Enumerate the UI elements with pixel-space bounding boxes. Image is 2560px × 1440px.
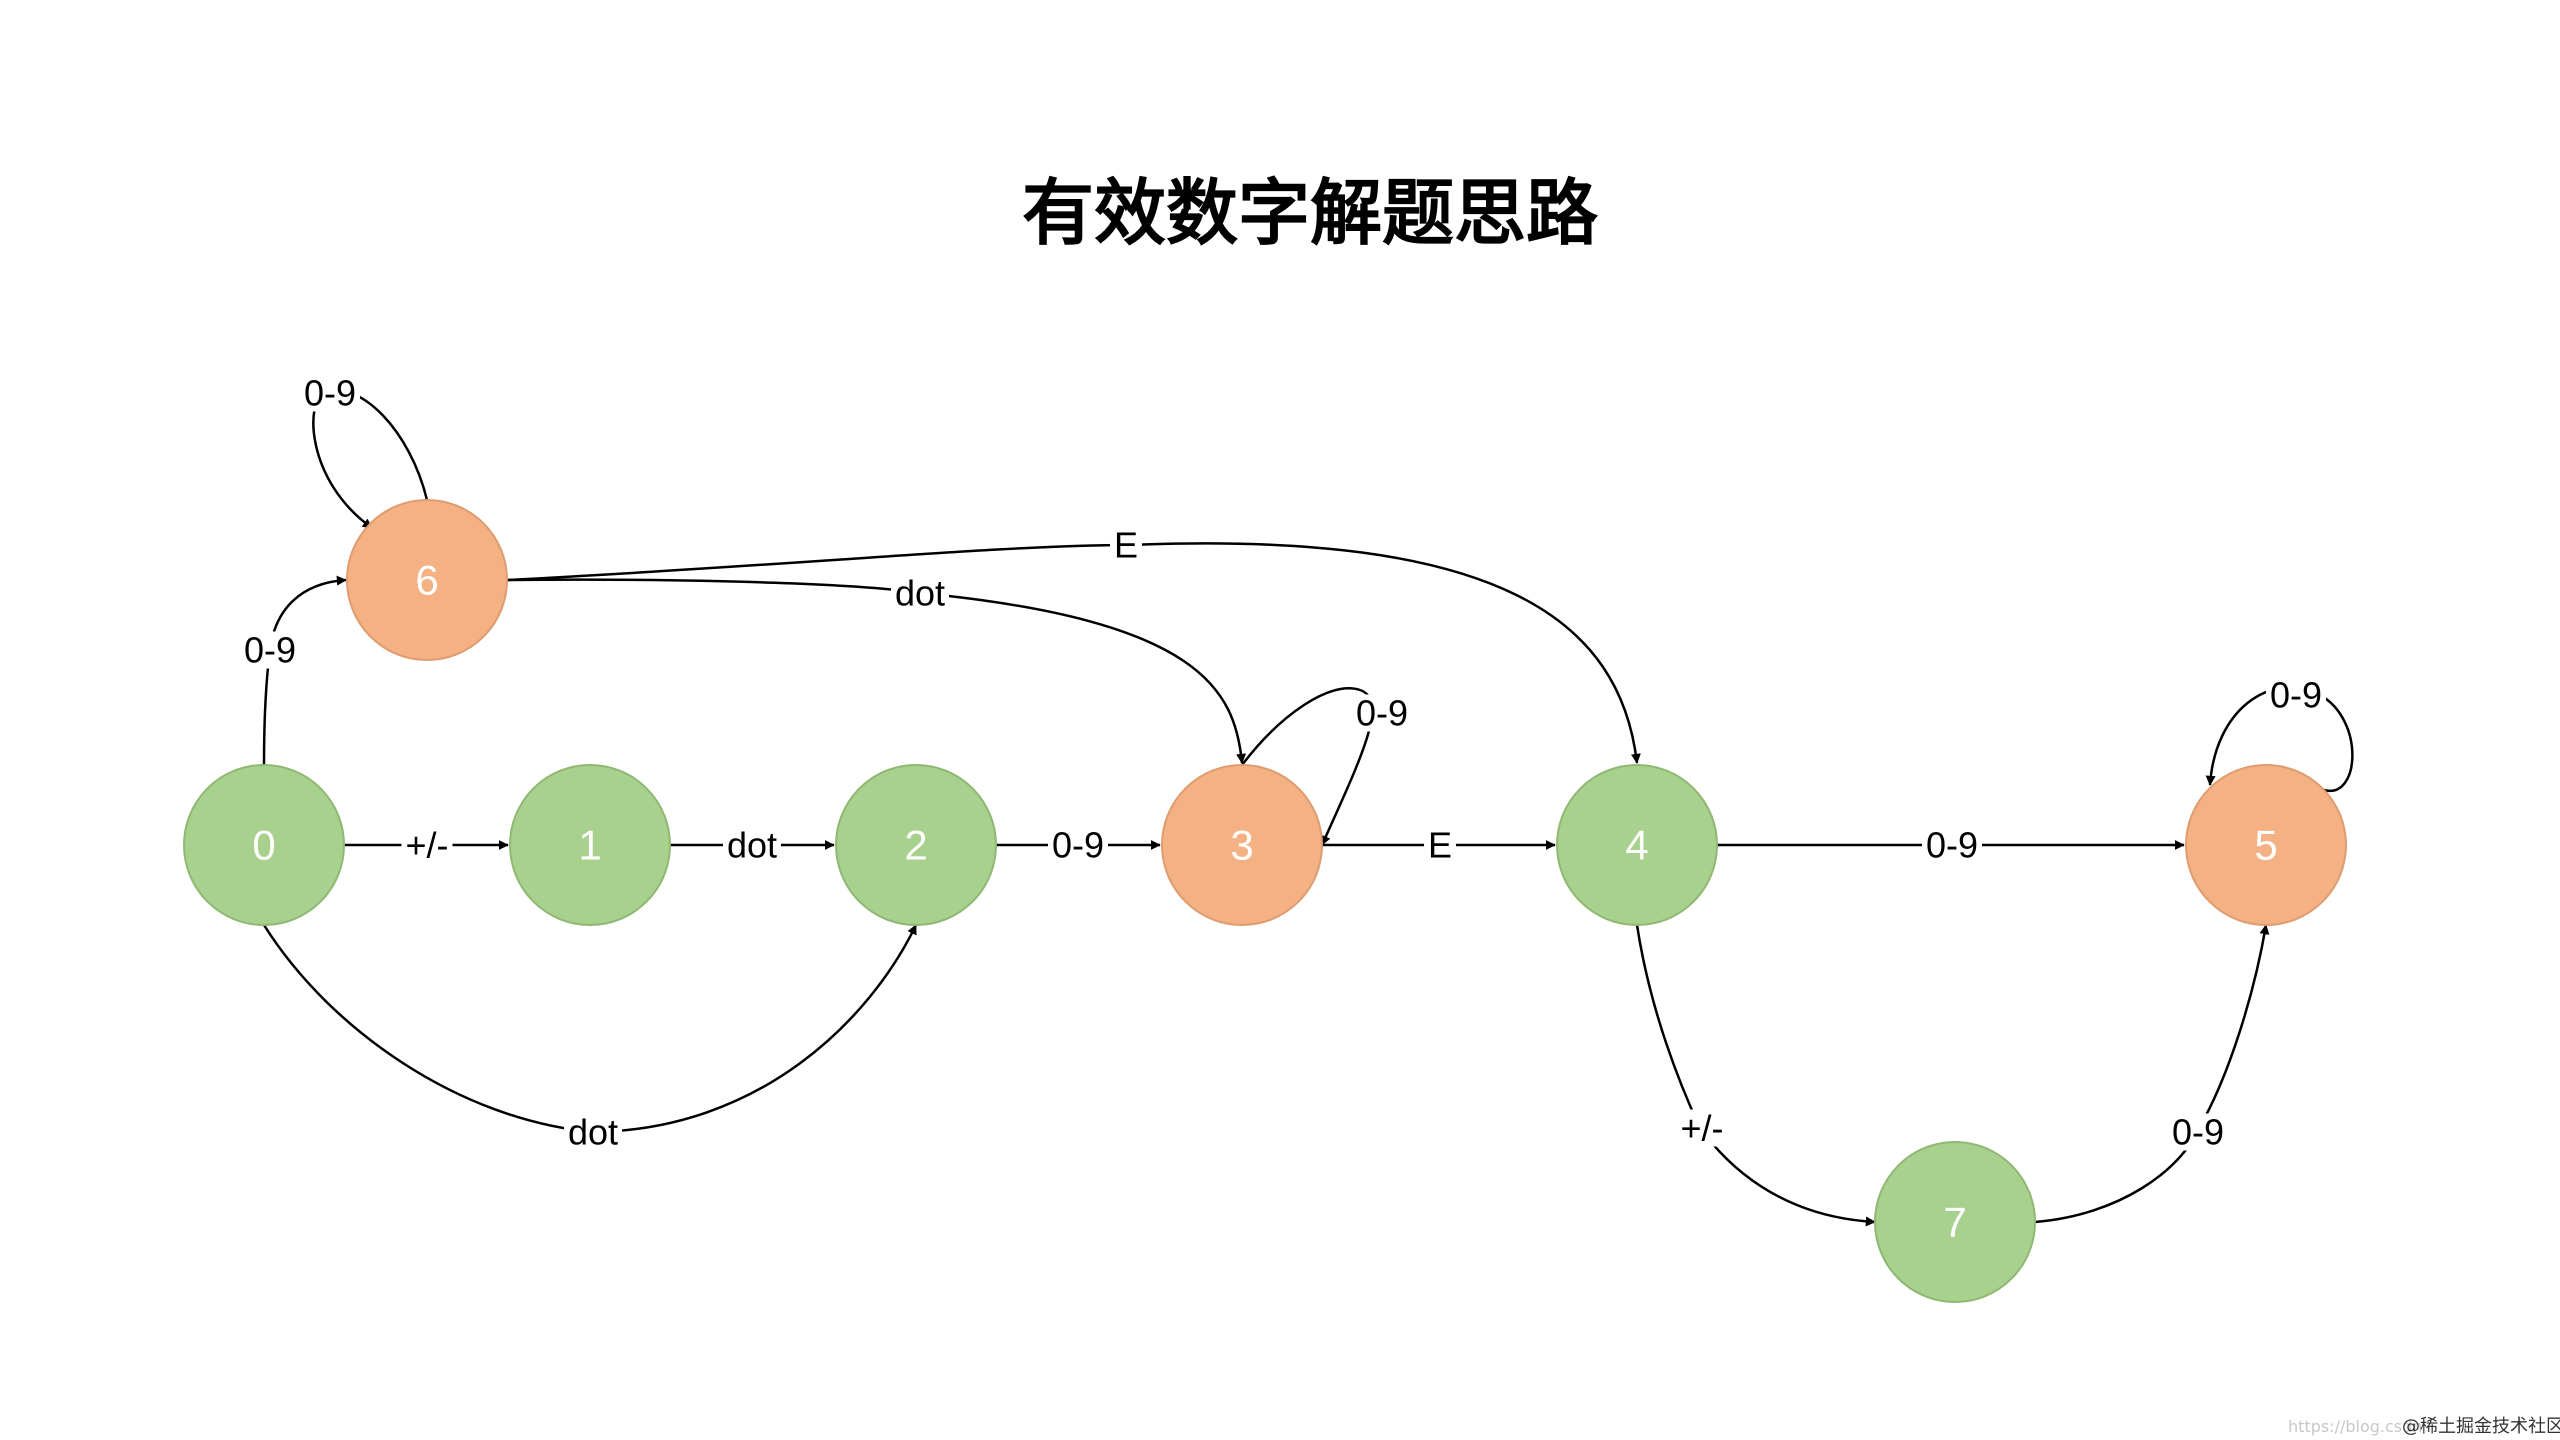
state-label-7: 7 — [1943, 1199, 1966, 1246]
edge-label-background — [563, 1113, 623, 1151]
state-node-4: 4 — [1556, 764, 1718, 926]
state-node-5: 5 — [2185, 764, 2347, 926]
edge-label-4-to-7: +/- — [1680, 1108, 1723, 1149]
edge-0-to-6 — [262, 575, 347, 766]
state-node-7: 7 — [1874, 1141, 2036, 1303]
edge-0-to-2 — [262, 924, 918, 1134]
state-label-6: 6 — [415, 557, 438, 604]
state-label-3: 3 — [1230, 822, 1253, 869]
edge-label-5-to-5: 0-9 — [2270, 675, 2322, 716]
watermark-brand: @稀土掘金技术社区 — [2402, 1416, 2560, 1437]
diagram-title: 有效数字解题思路 — [1022, 171, 1599, 255]
edge-label-background — [239, 631, 301, 669]
state-label-0: 0 — [252, 822, 275, 869]
state-node-1: 1 — [509, 764, 671, 926]
state-node-6: 6 — [346, 499, 508, 661]
edge-label-background — [1109, 526, 1143, 564]
state-circle-7 — [1874, 1141, 2036, 1303]
watermark-url: https://blog.csdn — [2288, 1417, 2422, 1436]
state-node-3: 3 — [1161, 764, 1323, 926]
edge-6-to-3 — [506, 578, 1247, 764]
edge-label-4-to-5: 0-9 — [1926, 825, 1978, 866]
state-circle-4 — [1556, 764, 1718, 926]
edge-label-background — [2167, 1113, 2229, 1151]
edge-label-0-to-6: 0-9 — [244, 630, 296, 671]
edge-3-to-3 — [1241, 687, 1374, 846]
state-node-0: 0 — [183, 764, 345, 926]
edge-label-3-to-4: E — [1428, 825, 1452, 866]
edge-label-0-to-1: +/- — [405, 825, 448, 866]
state-label-1: 1 — [578, 822, 601, 869]
edge-label-background — [1047, 826, 1109, 864]
edge-label-background — [2265, 676, 2327, 714]
edge-label-7-to-5: 0-9 — [2172, 1112, 2224, 1153]
edge-label-background — [401, 826, 453, 864]
edge-label-background — [1351, 694, 1413, 732]
state-circle-1 — [509, 764, 671, 926]
edge-label-1-to-2: dot — [727, 825, 777, 866]
state-circle-2 — [835, 764, 997, 926]
edge-label-6-to-3: dot — [895, 573, 945, 614]
edge-label-2-to-3: 0-9 — [1052, 825, 1104, 866]
nodes-layer: 0 1 2 3 4 5 6 7 — [183, 499, 2347, 1303]
edge-label-3-to-3: 0-9 — [1356, 693, 1408, 734]
state-node-2: 2 — [835, 764, 997, 926]
edge-label-background — [722, 826, 782, 864]
state-circle-5 — [2185, 764, 2347, 926]
edge-label-background — [1676, 1109, 1728, 1147]
edge-4-to-7 — [1635, 924, 1876, 1227]
state-circle-6 — [346, 499, 508, 661]
edge-6-to-4 — [506, 542, 1641, 764]
state-label-5: 5 — [2254, 822, 2277, 869]
edge-label-6-to-4: E — [1114, 525, 1138, 566]
edge-label-6-to-6: 0-9 — [304, 373, 356, 414]
edge-7-to-5 — [2034, 924, 2270, 1224]
state-label-2: 2 — [904, 822, 927, 869]
state-label-4: 4 — [1625, 822, 1648, 869]
edge-label-0-to-2: dot — [568, 1112, 618, 1153]
edge-label-background — [1423, 826, 1457, 864]
state-circle-0 — [183, 764, 345, 926]
state-circle-3 — [1161, 764, 1323, 926]
edge-label-background — [1921, 826, 1983, 864]
edge-label-background — [299, 374, 361, 412]
edge-label-background — [890, 574, 950, 612]
